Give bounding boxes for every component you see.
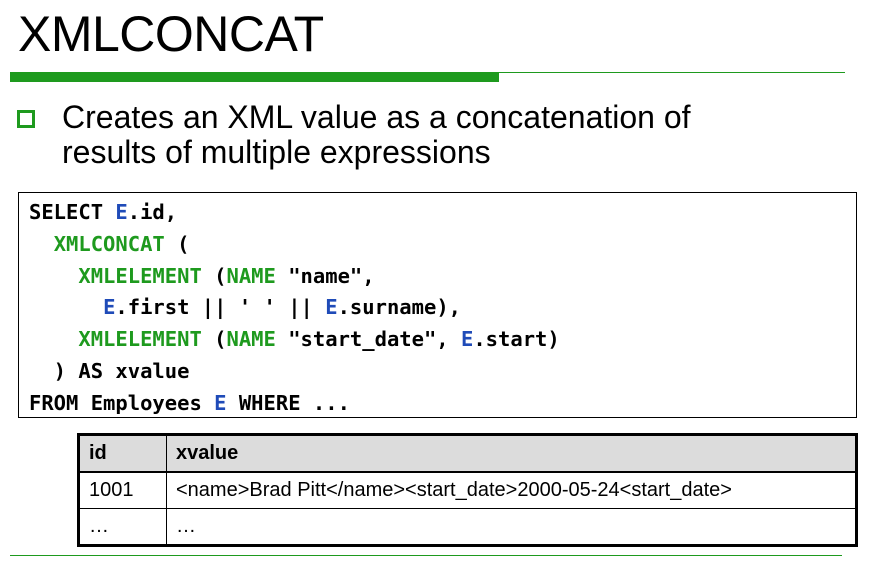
bullet-text: Creates an XML value as a concatenation … [62, 100, 822, 170]
title-underline-thin [499, 72, 845, 73]
table-row: … … [78, 508, 857, 546]
code-line-7: FROM Employees E WHERE ... [29, 390, 350, 415]
footer-rule [10, 555, 842, 556]
keyword-name: NAME [226, 263, 276, 288]
title-underline-thick [10, 72, 499, 82]
slide-title: XMLCONCAT [18, 6, 324, 62]
alias-e: E [115, 200, 128, 224]
sql-code-box: SELECT E.id, XMLCONCAT ( XMLELEMENT (NAM… [18, 192, 857, 418]
table-header-row: id xvalue [78, 434, 857, 473]
code-line-1: SELECT E.id, [29, 200, 178, 224]
bullet-line-2: results of multiple expressions [62, 134, 491, 170]
function-xmlelement: XMLELEMENT [78, 327, 202, 352]
function-xmlelement: XMLELEMENT [78, 263, 202, 288]
function-xmlconcat: XMLCONCAT [53, 231, 165, 256]
bullet-line-1: Creates an XML value as a concatenation … [62, 99, 691, 135]
table-row: 1001 <name>Brad Pitt</name><start_date>2… [78, 471, 857, 509]
column-header-xvalue: xvalue [166, 434, 857, 473]
sql-code: SELECT E.id, XMLCONCAT ( XMLELEMENT (NAM… [29, 197, 560, 420]
code-line-2: XMLCONCAT ( [53, 231, 190, 256]
keyword-name: NAME [226, 327, 276, 352]
code-line-5: XMLELEMENT (NAME "start_date", E.start) [78, 327, 560, 352]
alias-e: E [103, 295, 116, 320]
result-table: id xvalue 1001 <name>Brad Pitt</name><st… [77, 433, 858, 547]
bullet-square-icon [17, 110, 35, 128]
cell-xvalue: <name>Brad Pitt</name><start_date>2000-0… [166, 471, 857, 509]
cell-xvalue: … [166, 508, 857, 546]
alias-e: E [461, 327, 474, 352]
column-header-id: id [78, 434, 167, 473]
alias-e: E [325, 295, 338, 320]
cell-id: … [78, 508, 167, 546]
cell-id: 1001 [78, 471, 167, 509]
alias-e: E [214, 390, 227, 415]
code-line-4: E.first || ' ' || E.surname), [103, 295, 461, 320]
code-line-3: XMLELEMENT (NAME "name", [78, 263, 375, 288]
code-line-6: ) AS xvalue [29, 358, 190, 383]
